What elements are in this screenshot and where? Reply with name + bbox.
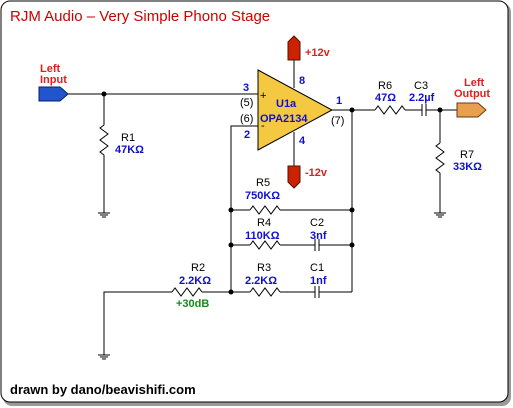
- r1-ref: R1: [121, 132, 135, 144]
- c1-ref: C1: [310, 262, 324, 274]
- vpos-connector: [287, 35, 301, 61]
- opamp-pin-out: 1: [336, 95, 342, 107]
- r1-value: 47KΩ: [115, 144, 144, 156]
- diagram-title: RJM Audio – Very Simple Phono Stage: [10, 8, 270, 25]
- opamp-triangle: [257, 69, 334, 151]
- r2-value: 2.2KΩ: [179, 275, 211, 287]
- credit: drawn by dano/beavishifi.com: [10, 382, 196, 397]
- r4-ref: R4: [257, 217, 271, 229]
- r4-resistor: [249, 240, 281, 250]
- c2-value: 3nf: [310, 230, 327, 242]
- r7-resistor: [435, 142, 445, 174]
- supply-neg-label: -12v: [305, 167, 328, 179]
- r7-value: 33KΩ: [453, 161, 482, 173]
- r6-resistor: [374, 105, 406, 115]
- r2-resistor: [171, 287, 203, 297]
- c3-ref: C3: [414, 80, 428, 92]
- left-input-label-line1: Left: [40, 63, 61, 75]
- junction-r4-left: [228, 242, 234, 248]
- opamp-alt-out: (7): [331, 115, 344, 127]
- opamp-alt-inplus: (5): [240, 97, 253, 109]
- left-input-label-line2: Input: [40, 74, 67, 86]
- r4-value: 110KΩ: [245, 230, 280, 242]
- left-output-label-line1: Left: [464, 77, 485, 89]
- left-output-connector: [456, 102, 487, 118]
- ground-symbol-r7: [434, 212, 446, 218]
- r5-value: 750KΩ: [245, 190, 280, 202]
- wire-inverting-input: [230, 125, 258, 292]
- opamp-plus-sign: +: [260, 90, 266, 102]
- r3-resistor: [249, 287, 281, 297]
- ground-symbol-r1: [98, 212, 110, 218]
- opamp-pin-vneg: 4: [299, 135, 306, 147]
- c1-value: 1nf: [310, 275, 327, 287]
- r5-resistor: [249, 205, 281, 215]
- wire-r2-ground: [103, 291, 172, 355]
- r3-value: 2.2KΩ: [245, 275, 277, 287]
- r2-ref: R2: [191, 262, 205, 274]
- left-output-label-line2: Output: [454, 88, 490, 100]
- c2-ref: C2: [310, 217, 324, 229]
- r6-ref: R6: [378, 80, 392, 92]
- gain-label: +30dB: [176, 298, 209, 310]
- opamp-ref: U1a: [276, 98, 297, 110]
- r3-ref: R3: [257, 262, 271, 274]
- c3-value: 2.2µf: [409, 92, 435, 104]
- vneg-connector: [287, 165, 301, 189]
- supply-pos-label: +12v: [305, 47, 331, 59]
- left-input-connector: [38, 86, 69, 102]
- opamp-minus-sign: -: [261, 120, 265, 132]
- junction-r5-left: [228, 207, 234, 213]
- opamp-part: OPA2134: [260, 113, 308, 125]
- junction-r5-right: [349, 207, 355, 213]
- opamp-alt-inminus: (6): [240, 113, 253, 125]
- opamp-pin-inminus: 2: [244, 129, 250, 141]
- junction-c2-right: [349, 242, 355, 248]
- opamp-pin-vpos: 8: [299, 75, 305, 87]
- r1-resistor: [99, 124, 109, 156]
- r6-value: 47Ω: [375, 92, 396, 104]
- ground-symbol-r2: [98, 354, 110, 360]
- opamp-pin-inplus: 3: [243, 82, 249, 94]
- r7-ref: R7: [460, 149, 474, 161]
- r5-ref: R5: [256, 177, 270, 189]
